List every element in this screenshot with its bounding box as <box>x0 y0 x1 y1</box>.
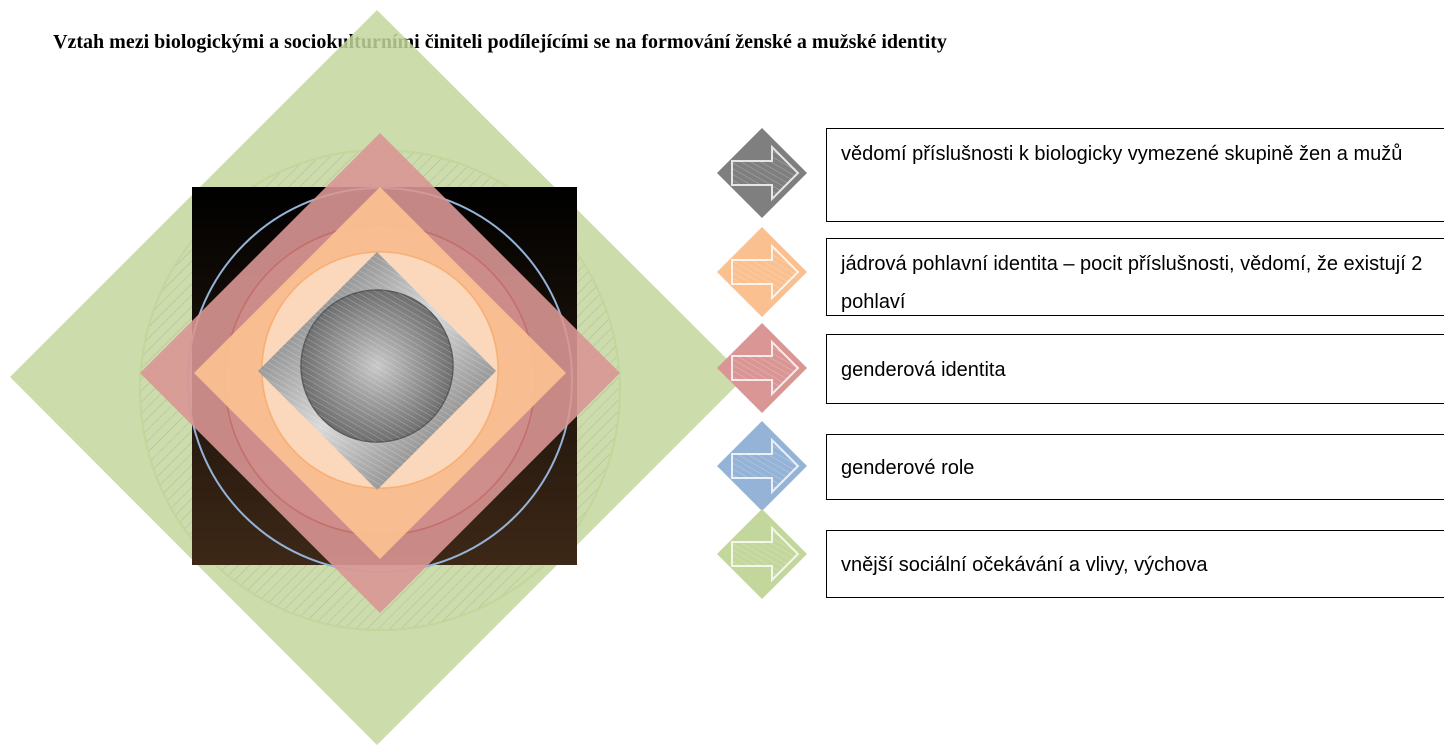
legend-arrow-icon <box>717 421 807 511</box>
legend-arrow-hatch <box>732 528 798 580</box>
legend-label-1: vědomí příslušnosti k biologicky vymezen… <box>841 143 1403 165</box>
legend-label-2: jádrová pohlavní identita – pocit příslu… <box>841 253 1423 313</box>
legend-icons <box>717 128 807 599</box>
legend-arrow-icon <box>717 128 807 218</box>
legend-arrow-hatch <box>732 342 798 394</box>
legend-label-5: vnější sociální očekávání a vlivy, výcho… <box>841 554 1208 576</box>
legend-box-5: vnější sociální očekávání a vlivy, výcho… <box>826 530 1444 598</box>
gray-circle-hatch <box>301 290 453 442</box>
legend-arrow-icon <box>717 227 807 317</box>
legend-box-1: vědomí příslušnosti k biologicky vymezen… <box>826 128 1444 222</box>
legend-box-2: jádrová pohlavní identita – pocit příslu… <box>826 238 1444 316</box>
legend-arrow-hatch <box>732 147 798 199</box>
legend-arrow-hatch <box>732 440 798 492</box>
legend-box-4: genderové role <box>826 434 1444 500</box>
diagram-title: Vztah mezi biologickými a sociokulturním… <box>53 31 947 53</box>
legend-box-3: genderová identita <box>826 334 1444 404</box>
legend-label-3: genderová identita <box>841 359 1006 381</box>
legend-arrow-hatch <box>732 246 798 298</box>
legend-label-4: genderové role <box>841 457 975 479</box>
legend-arrow-icon <box>717 509 807 599</box>
legend-arrow-icon <box>717 323 807 413</box>
